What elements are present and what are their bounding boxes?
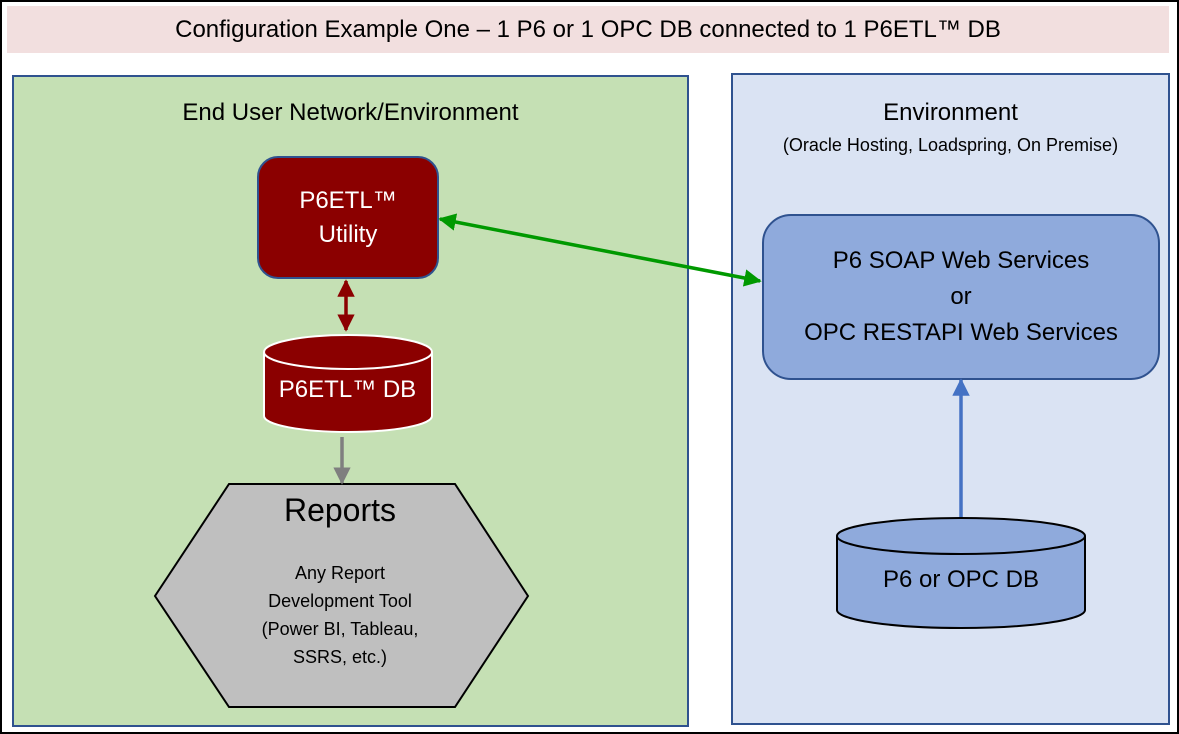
diagram-title: Configuration Example One – 1 P6 or 1 OP…: [175, 15, 1001, 43]
etl-db-label: P6ETL™ DB: [278, 376, 417, 403]
reports-desc-line: Any Report: [294, 563, 386, 583]
web-services-label-line: OPC RESTAPI Web Services: [804, 319, 1118, 346]
p6-db-label: P6 or OPC DB: [882, 566, 1040, 593]
reports-desc-line: SSRS, etc.): [292, 647, 388, 667]
reports-desc-line: (Power BI, Tableau,: [261, 619, 419, 639]
reports-title: Reports: [283, 491, 397, 528]
end-user-region-title: End User Network/Environment: [182, 99, 519, 126]
environment-region-subtitle: (Oracle Hosting, Loadspring, On Premise): [782, 135, 1119, 155]
diagram-title-bar: Configuration Example One – 1 P6 or 1 OP…: [7, 6, 1169, 53]
web-services-label: P6 SOAP Web Services or OPC RESTAPI Web …: [763, 215, 1159, 379]
utility-label: P6ETL™ Utility: [258, 157, 438, 278]
hosting-environment-region: Environment (Oracle Hosting, Loadspring,…: [731, 73, 1170, 725]
utility-label-line: Utility: [318, 220, 378, 248]
environment-region-title: Environment: [883, 99, 1018, 126]
web-services-label-line: or: [950, 283, 972, 310]
reports-description: Any Report Development Tool (Power BI, T…: [220, 560, 460, 670]
utility-label-line: P6ETL™: [299, 186, 397, 214]
reports-desc-line: Development Tool: [268, 591, 412, 611]
web-services-label-line: P6 SOAP Web Services: [832, 247, 1090, 274]
